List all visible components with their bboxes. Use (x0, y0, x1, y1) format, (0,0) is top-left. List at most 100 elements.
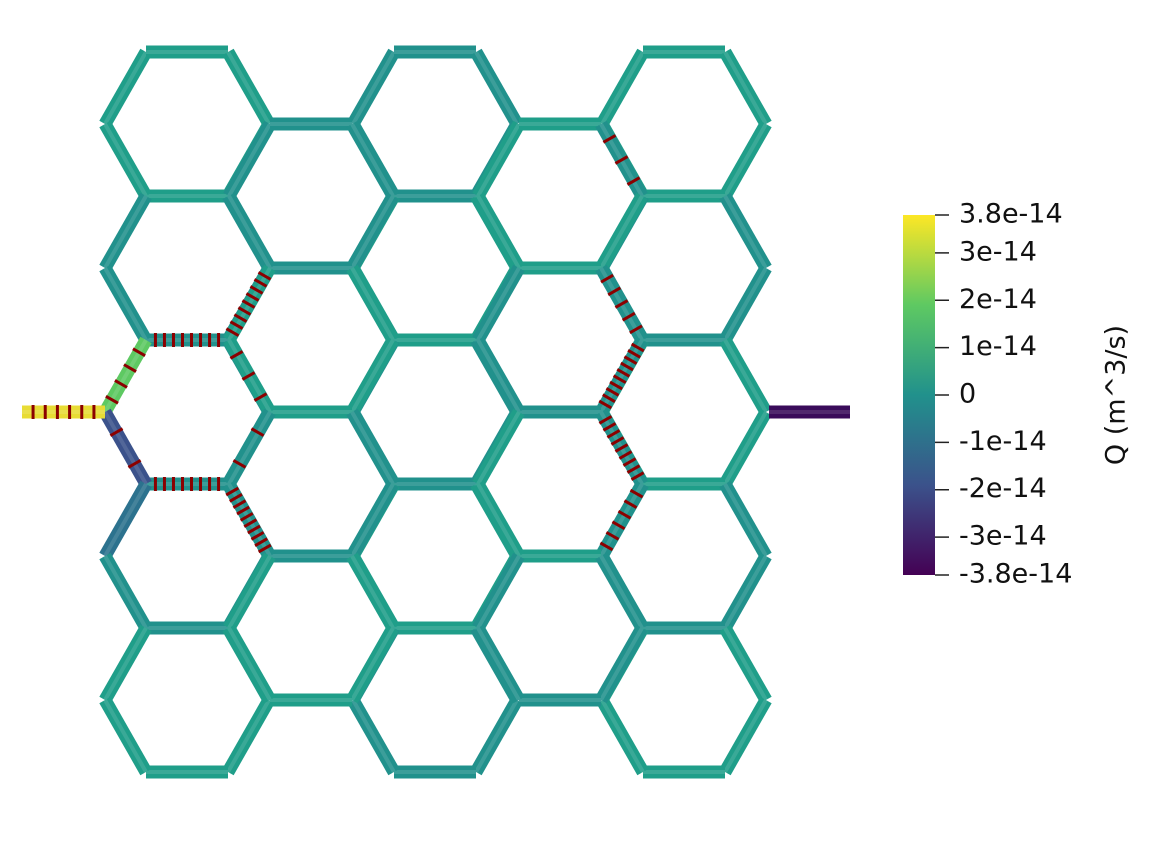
pipe-marker (598, 399, 613, 410)
pipe-highlight (103, 699, 148, 773)
pipe-segment (470, 696, 523, 776)
pipe-segment (99, 408, 152, 488)
pipe-segment (223, 120, 276, 200)
pipe-segment (719, 480, 772, 560)
pipe-highlight (474, 699, 519, 773)
pipe-segment (595, 336, 648, 416)
pipe-segment (719, 264, 772, 344)
pipe-marker (616, 368, 631, 378)
pipe-highlight (350, 483, 395, 557)
pipe-highlight (103, 555, 148, 629)
pipe-segment (595, 552, 648, 632)
colorbar-tick-label: 2e-14 (959, 284, 1037, 315)
pipe-segment (472, 192, 525, 272)
pipe-marker (606, 429, 621, 439)
pipe-highlight (351, 51, 396, 125)
pipe-marker (257, 271, 272, 281)
pipe-highlight (227, 123, 272, 197)
pipe-highlight (476, 339, 521, 413)
pipe-segment (346, 120, 399, 200)
pipe-marker (610, 436, 625, 446)
pipe-segment (595, 192, 648, 272)
pipe-marker (229, 350, 244, 360)
pipe-segment (223, 624, 276, 704)
pipe-highlight (103, 51, 148, 125)
colorbar-tick-label: 0 (959, 379, 976, 410)
pipe-highlight (476, 555, 521, 629)
pipe-segment (99, 48, 152, 128)
pipe-highlight (350, 411, 395, 485)
pipe-marker (630, 471, 645, 481)
pipe-marker (250, 427, 265, 437)
pipe-highlight (723, 195, 768, 269)
pipe-marker (254, 537, 268, 547)
colorbar-tick-label: -1e-14 (959, 426, 1047, 457)
pipe-highlight (350, 123, 395, 197)
pipe-highlight (476, 123, 521, 197)
pipe-marker (225, 327, 240, 337)
pipe-marker (607, 286, 622, 297)
pipe-highlight (723, 267, 768, 341)
pipe-segment (472, 480, 525, 560)
pipe-segment (346, 624, 399, 704)
pipe-highlight (723, 627, 768, 701)
pipe-segment (346, 336, 399, 416)
pipe-highlight (723, 51, 768, 125)
pipe-marker (602, 134, 617, 144)
pipe-segment (99, 192, 152, 272)
pipe-highlight (227, 555, 272, 629)
pipe-highlight (103, 123, 148, 197)
pipe-segment (223, 408, 276, 488)
pipe-marker (614, 443, 629, 453)
pipe-segment (719, 624, 772, 704)
pipe-segment (470, 48, 523, 128)
pipe-segment (223, 552, 276, 632)
pipe-marker (253, 278, 268, 288)
pipe-highlight (227, 483, 272, 557)
pipe-segment (99, 624, 152, 704)
pipe-marker (225, 486, 240, 497)
pipe-highlight (227, 411, 272, 485)
pipe-highlight (476, 195, 521, 269)
pipe-segment (99, 264, 152, 344)
pipe-highlight (350, 339, 395, 413)
pipe-marker (626, 464, 641, 474)
pipe-highlight (476, 267, 521, 341)
pipe-highlight (599, 627, 644, 701)
pipe-highlight (600, 51, 645, 125)
pipe-segment (472, 552, 525, 632)
pipe-segment (346, 192, 399, 272)
pipe-segment (472, 120, 525, 200)
pipe-markers (31, 134, 645, 554)
pipe-marker (618, 450, 633, 460)
pipe-marker (132, 347, 146, 358)
pipe-highlight (599, 483, 644, 557)
pipe-marker (617, 509, 632, 520)
pipe-highlight (351, 699, 396, 773)
pipe-marker (123, 363, 137, 373)
pipe-segment (719, 120, 772, 200)
pipe-highlight (103, 627, 148, 701)
pipe-marker (257, 543, 272, 554)
pipe-segment (719, 192, 772, 272)
pipe-marker (629, 324, 643, 335)
pipe-marker (109, 427, 124, 437)
pipe-marker (623, 355, 638, 365)
pipe-segment (596, 48, 649, 128)
pipe-marker (237, 306, 252, 316)
colorbar-tick-label: -3.8e-14 (959, 559, 1072, 590)
pipe-highlight (226, 51, 271, 125)
colorbar-tick-label: 3.8e-14 (959, 199, 1063, 230)
pipe-highlight (723, 699, 768, 773)
pipe-segment (222, 696, 275, 776)
pipe-marker (243, 518, 258, 528)
colorbar-tick-label: -3e-14 (959, 521, 1047, 552)
colorbar-title: Q (m^3/s) (1101, 325, 1132, 465)
pipe-segment (99, 552, 152, 632)
pipe-highlight (476, 483, 521, 557)
hexagonal-pipe-network (22, 45, 850, 779)
pipe-marker (239, 512, 254, 522)
pipe-marker (621, 311, 636, 322)
pipe-highlight (103, 483, 148, 557)
